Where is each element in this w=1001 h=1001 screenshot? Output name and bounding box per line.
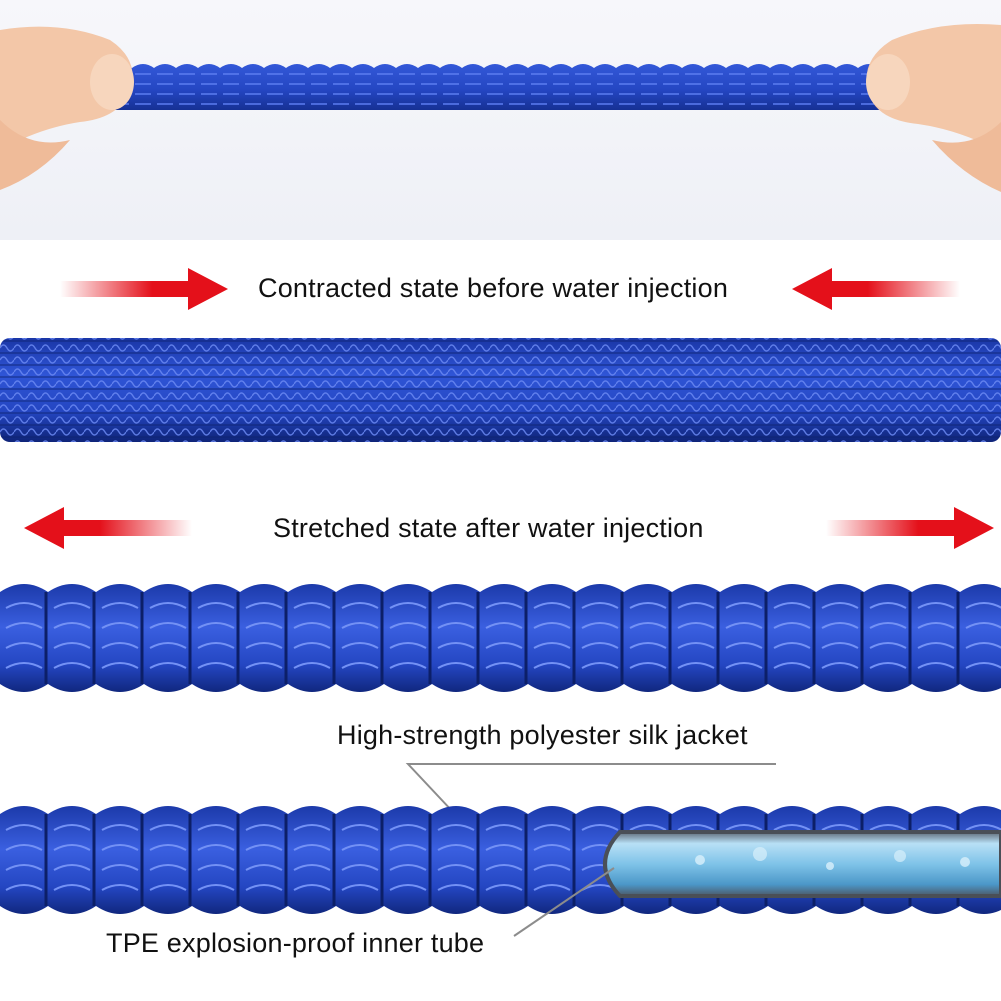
hands-holding-hose-photo — [0, 0, 1001, 240]
arrow-left-icon — [24, 507, 192, 549]
contracted-state-caption: Contracted state before water injection — [258, 273, 729, 303]
arrow-right-icon — [826, 507, 994, 549]
inner-tube — [603, 830, 1001, 898]
contracted-hose-image — [0, 338, 1001, 442]
stretched-hose-image — [0, 582, 1001, 694]
right-hand — [866, 24, 1001, 152]
arrow-left-icon — [792, 268, 960, 310]
stretched-state-caption: Stretched state after water injection — [273, 513, 704, 543]
left-hand — [0, 26, 133, 151]
hose-cutaway-image — [0, 804, 1001, 916]
arrow-right-icon — [60, 268, 228, 310]
jacket-callout-label: High-strength polyester silk jacket — [337, 720, 748, 750]
inner-tube-callout-label: TPE explosion-proof inner tube — [106, 928, 485, 958]
hose-segment-small — [0, 24, 1001, 192]
inner-tube-leader-line — [513, 867, 615, 937]
